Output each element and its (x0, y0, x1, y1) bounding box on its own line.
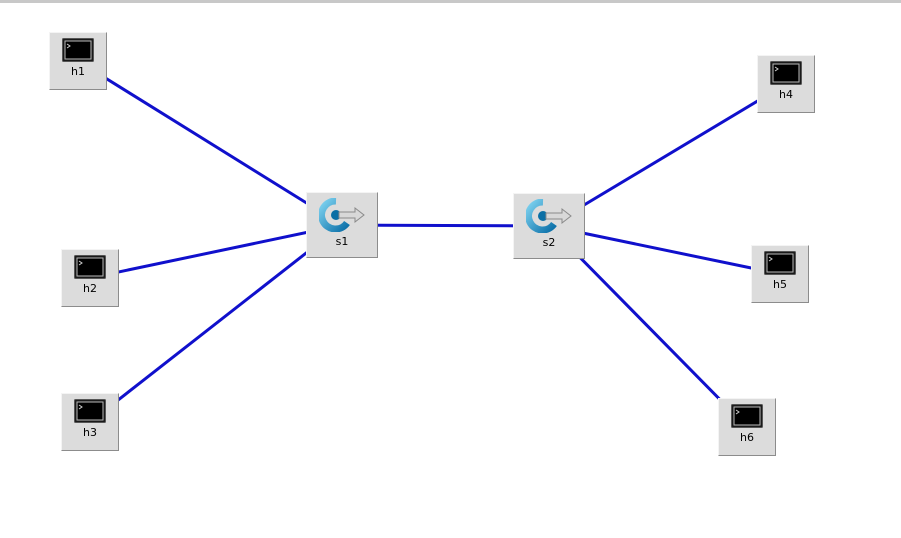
link-h3-s1[interactable] (89, 223, 343, 424)
terminal-icon (764, 251, 796, 275)
node-label: h5 (773, 278, 787, 291)
host-h2[interactable]: h2 (61, 249, 119, 307)
host-h6[interactable]: h6 (718, 398, 776, 456)
host-h1[interactable]: h1 (49, 32, 107, 90)
node-label: h4 (779, 88, 793, 101)
terminal-icon (74, 255, 106, 279)
host-h5[interactable]: h5 (751, 245, 809, 303)
node-label: h3 (83, 426, 97, 439)
terminal-icon (74, 399, 106, 423)
node-label: h1 (71, 65, 85, 78)
node-label: h6 (740, 431, 754, 444)
host-h4[interactable]: h4 (757, 55, 815, 113)
link-h1-s1[interactable] (77, 59, 343, 227)
host-h3[interactable]: h3 (61, 393, 119, 451)
link-s2-h4[interactable] (548, 82, 787, 228)
link-s2-h6[interactable] (547, 224, 749, 429)
terminal-icon (770, 61, 802, 85)
node-label: h2 (83, 282, 97, 295)
links-layer (77, 59, 787, 429)
switch-s2[interactable]: s2 (513, 193, 585, 259)
switch-s1[interactable]: s1 (306, 192, 378, 258)
switch-icon (319, 198, 365, 232)
terminal-icon (62, 38, 94, 62)
switch-icon (526, 199, 572, 233)
link-s2-h5[interactable] (548, 224, 781, 276)
terminal-icon (731, 404, 763, 428)
link-h2-s1[interactable] (89, 223, 343, 280)
node-label: s1 (335, 235, 349, 248)
node-label: s2 (542, 236, 556, 249)
